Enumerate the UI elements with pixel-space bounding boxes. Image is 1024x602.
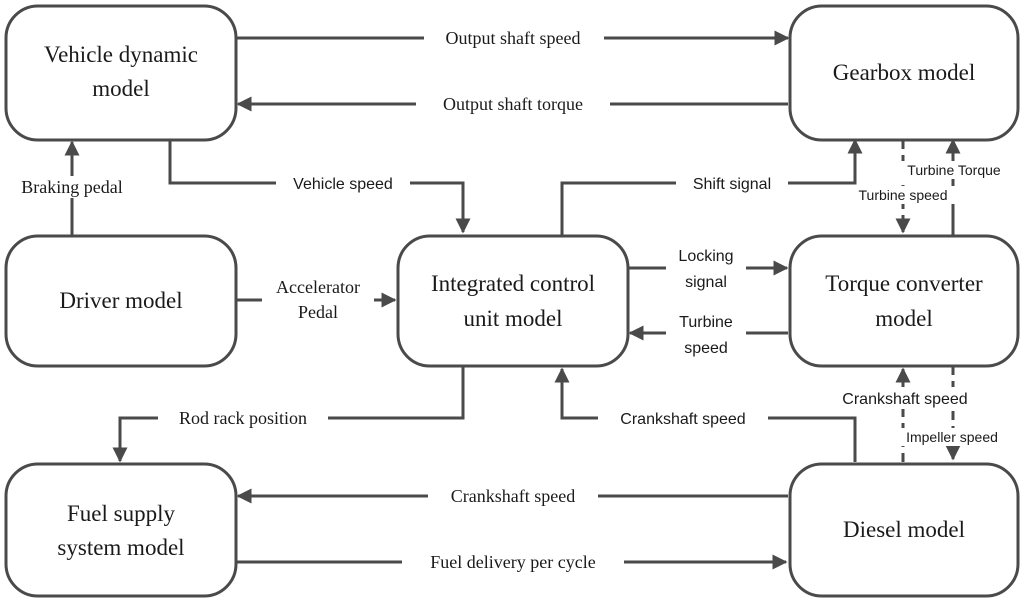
block-gearbox-model-line1: Gearbox model — [833, 60, 975, 85]
label-fuel-delivery-text: Fuel delivery per cycle — [430, 552, 595, 572]
label-turbine-torque-text: Turbine Torque — [907, 162, 1001, 178]
label-accelerator-pedal-line2: Pedal — [298, 302, 338, 322]
label-shift-signal: Shift signal — [676, 172, 788, 194]
label-fuel-delivery: Fuel delivery per cycle — [402, 551, 624, 573]
block-integrated-control-unit-model-line2: unit model — [463, 306, 562, 331]
block-torque-converter-model: Torque converter model — [788, 234, 1020, 368]
block-integrated-control-unit-model: Integrated control unit model — [396, 234, 630, 368]
label-turbine-torque: Turbine Torque — [894, 161, 1016, 179]
block-gearbox-model: Gearbox model — [788, 4, 1020, 142]
label-crankshaft-speed-tc: Crankshaft speed — [820, 387, 990, 409]
label-turbine-speed-line2: speed — [684, 340, 728, 357]
label-output-shaft-torque-text: Output shaft torque — [443, 94, 583, 114]
label-vehicle-speed: Vehicle speed — [276, 172, 410, 194]
label-locking-signal: Locking signal — [666, 244, 746, 292]
label-vehicle-speed-text: Vehicle speed — [293, 176, 393, 193]
block-diesel-model-line1: Diesel model — [843, 517, 965, 542]
label-rod-rack-position: Rod rack position — [158, 407, 328, 429]
label-output-shaft-torque: Output shaft torque — [416, 93, 610, 115]
label-output-shaft-speed: Output shaft speed — [424, 27, 604, 49]
block-vehicle-dynamic-model: Vehicle dynamic model — [4, 4, 238, 142]
label-shift-signal-text: Shift signal — [693, 176, 771, 193]
label-turbine-speed-gear-text: Turbine speed — [859, 187, 948, 203]
label-impeller-speed-text: Impeller speed — [906, 429, 998, 445]
label-crankshaft-speed-fuel: Crankshaft speed — [428, 485, 598, 507]
label-output-shaft-speed-text: Output shaft speed — [446, 28, 581, 48]
label-turbine-speed-line1: Turbine — [679, 314, 733, 331]
block-vehicle-dynamic-model-line1: Vehicle dynamic — [44, 42, 198, 67]
label-locking-signal-line1: Locking — [678, 248, 733, 265]
block-diesel-model: Diesel model — [788, 462, 1020, 598]
label-crankshaft-speed-icu-text: Crankshaft speed — [620, 411, 745, 428]
label-accelerator-pedal: Accelerator Pedal — [262, 276, 374, 324]
label-turbine-speed-gear: Turbine speed — [848, 186, 958, 204]
label-crankshaft-speed-tc-text: Crankshaft speed — [842, 391, 967, 408]
label-crankshaft-speed-fuel-text: Crankshaft speed — [451, 486, 575, 506]
label-crankshaft-speed-icu: Crankshaft speed — [598, 407, 768, 429]
label-accelerator-pedal-line1: Accelerator — [276, 277, 360, 297]
block-torque-converter-model-line1: Torque converter — [825, 271, 983, 296]
block-fuel-supply-system-model-line2: system model — [57, 535, 184, 560]
label-braking-pedal-text: Braking pedal — [21, 177, 122, 197]
label-turbine-speed: Turbine speed — [666, 310, 746, 358]
block-fuel-supply-system-model: Fuel supply system model — [4, 462, 238, 598]
block-integrated-control-unit-model-line1: Integrated control — [431, 271, 595, 296]
block-torque-converter-model-line2: model — [875, 306, 933, 331]
label-locking-signal-line2: signal — [685, 274, 727, 291]
block-driver-model-line1: Driver model — [59, 288, 182, 313]
block-fuel-supply-system-model-line1: Fuel supply — [67, 501, 175, 526]
block-driver-model: Driver model — [4, 234, 238, 368]
block-vehicle-dynamic-model-line2: model — [92, 76, 150, 101]
label-rod-rack-position-text: Rod rack position — [179, 408, 307, 428]
label-impeller-speed: Impeller speed — [893, 428, 1011, 446]
label-braking-pedal: Braking pedal — [6, 176, 140, 198]
